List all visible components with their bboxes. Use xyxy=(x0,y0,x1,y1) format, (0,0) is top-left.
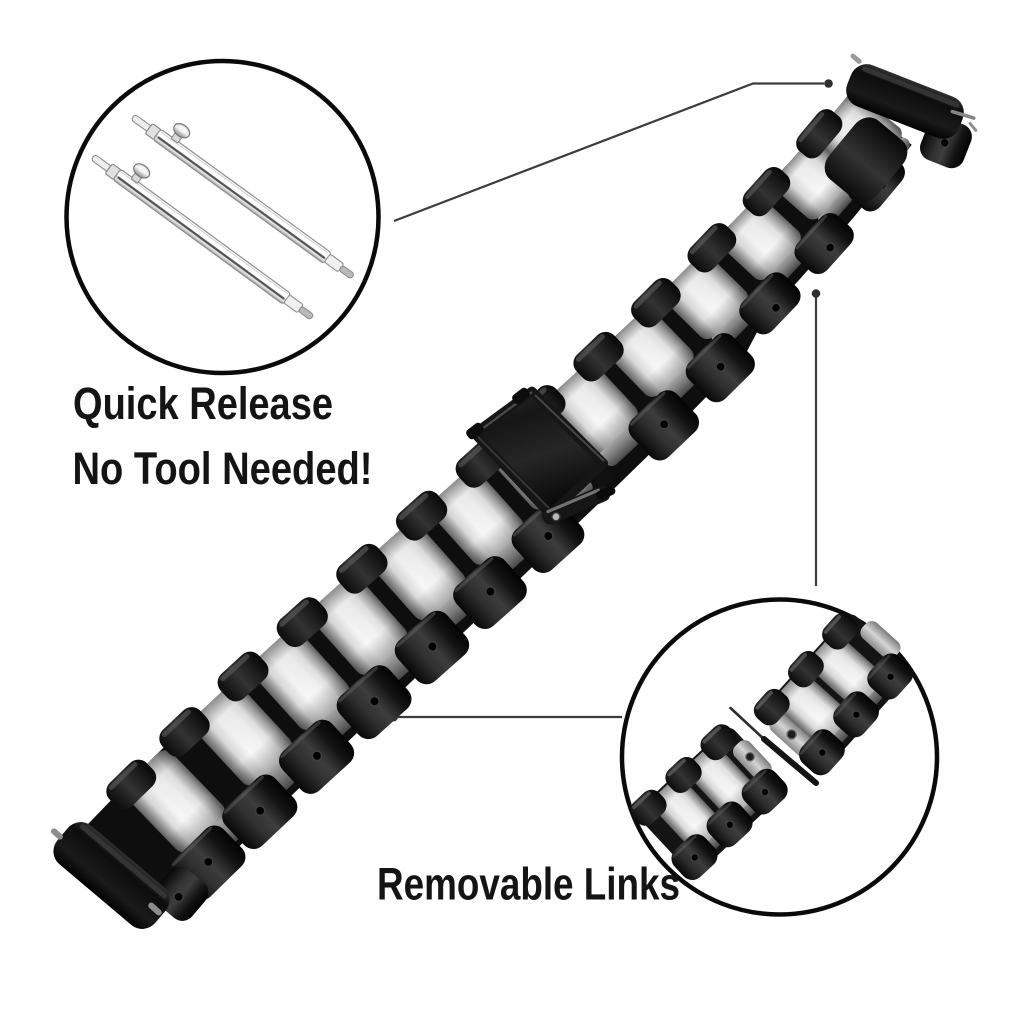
svg-text:Quick Release: Quick Release xyxy=(73,378,333,429)
svg-text:Removable Links: Removable Links xyxy=(377,859,680,910)
svg-text:No Tool Needed!: No Tool Needed! xyxy=(73,443,373,494)
